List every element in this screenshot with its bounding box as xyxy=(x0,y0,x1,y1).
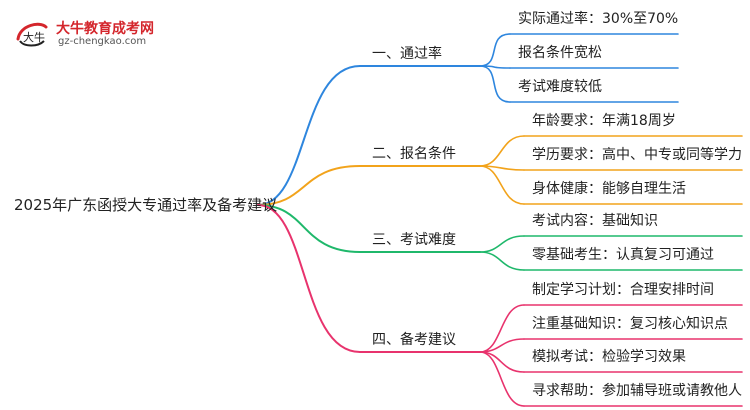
root-node: 2025年广东函授大专通过率及备考建议 xyxy=(14,196,278,214)
branch-study-advice: 四、备考建议 xyxy=(372,332,456,348)
edge-branch-3-leaf-2 xyxy=(479,251,525,271)
leaf-advice-help: 寻求帮助：参加辅导班或请教他人 xyxy=(532,383,742,399)
leaf-req-health: 身体健康：能够自理生活 xyxy=(532,181,686,197)
edge-branch-4-leaf-1 xyxy=(479,304,525,353)
leaf-advice-basics: 注重基础知识：复习核心知识点 xyxy=(532,316,728,332)
edge-root-to-branch-1 xyxy=(257,65,361,206)
leaf-pass-rate-loose: 报名条件宽松 xyxy=(518,45,602,61)
logo-url: gz-chengkao.com xyxy=(58,36,147,47)
edge-branch-3-leaf-1 xyxy=(479,235,525,253)
branch-pass-rate: 一、通过率 xyxy=(372,46,442,62)
leaf-difficulty-beginner: 零基础考生：认真复习可通过 xyxy=(532,247,714,263)
edge-root-to-branch-2 xyxy=(257,165,361,206)
logo-title: 大牛教育成考网 xyxy=(56,21,154,37)
branch-difficulty: 三、考试难度 xyxy=(372,232,456,248)
edge-branch-2-leaf-3 xyxy=(479,165,525,205)
bull-logo-icon: 大牛 xyxy=(16,22,48,47)
logo-mark-text: 大牛 xyxy=(23,30,45,44)
leaf-req-education: 学历要求：高中、中专或同等学力 xyxy=(532,147,742,163)
leaf-difficulty-content: 考试内容：基础知识 xyxy=(532,213,658,229)
edge-root-to-branch-4 xyxy=(257,204,361,353)
leaf-pass-rate-actual: 实际通过率：30%至70% xyxy=(518,11,679,27)
leaf-advice-plan: 制定学习计划：合理安排时间 xyxy=(532,282,714,298)
branch-requirements: 二、报名条件 xyxy=(372,146,456,162)
edge-branch-2-leaf-1 xyxy=(479,135,525,167)
leaf-req-age: 年龄要求：年满18周岁 xyxy=(532,113,676,129)
leaf-advice-mock-exam: 模拟考试：检验学习效果 xyxy=(532,349,686,365)
edge-branch-1-leaf-3 xyxy=(479,65,511,103)
edge-branch-4-leaf-3 xyxy=(479,351,525,373)
edge-branch-4-leaf-4 xyxy=(479,351,525,407)
leaf-pass-rate-easy: 考试难度较低 xyxy=(518,79,602,95)
edge-branch-1-leaf-1 xyxy=(479,33,511,67)
edge-root-to-branch-3 xyxy=(257,204,361,253)
